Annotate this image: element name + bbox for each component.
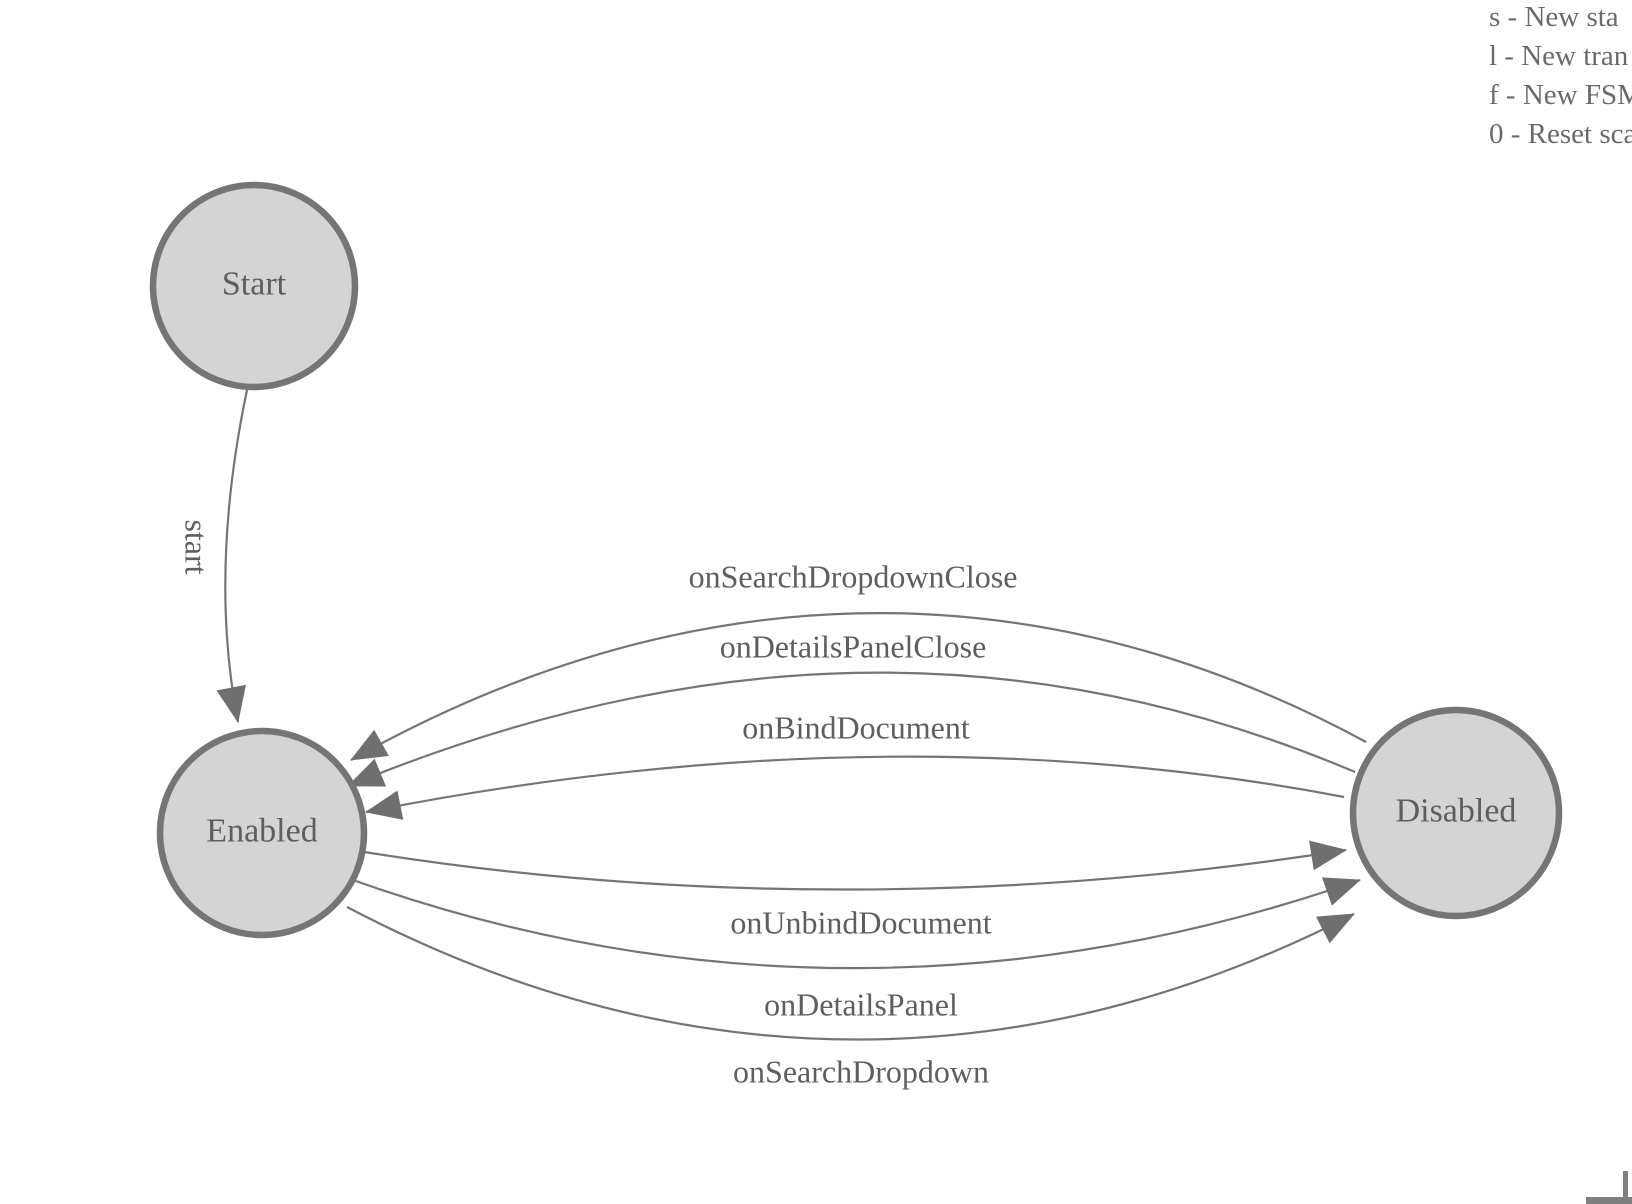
state-node-disabled[interactable] [1349,706,1563,920]
edges-layer [216,389,1367,1041]
edge-enabled-to-disabled-search[interactable] [346,906,1355,1041]
edge-label-start-to-enabled: start [178,519,215,575]
nodes-layer [149,181,1563,939]
state-node-enabled[interactable] [156,727,368,939]
state-node-start[interactable] [149,181,359,391]
edge-label-disabled-to-enabled-search-close: onSearchDropdownClose [688,558,1018,595]
edge-enabled-to-disabled-unbind[interactable] [357,840,1347,891]
state-label-enabled: Enabled [206,812,318,850]
edge-label-disabled-to-enabled-bind: onBindDocument [742,709,970,746]
legend-line-new-state: s - New sta [1489,1,1619,33]
legend-line-reset: 0 - Reset sca [1489,118,1632,150]
edge-label-enabled-to-disabled-details: onDetailsPanel [764,986,958,1023]
state-label-disabled: Disabled [1395,792,1517,830]
legend-line-new-fsm: f - New FSM [1489,79,1632,111]
state-label-start: Start [221,265,287,303]
legend-line-new-transition: l - New tran [1489,40,1629,72]
shortcut-legend: s - New sta l - New tran f - New FSM 0 -… [1489,0,1632,154]
edge-enabled-to-disabled-details[interactable] [352,877,1361,970]
corner-marker-horizontal-bar [1586,1197,1632,1204]
edge-label-enabled-to-disabled-search: onSearchDropdown [733,1053,989,1090]
corner-marker-vertical-bar [1623,1171,1628,1204]
edge-label-disabled-to-enabled-details-close: onDetailsPanelClose [719,628,987,665]
edge-disabled-to-enabled-bind[interactable] [365,755,1345,820]
edge-label-enabled-to-disabled-unbind: onUnbindDocument [730,904,992,941]
edge-disabled-to-enabled-search-close[interactable] [350,612,1367,761]
edge-disabled-to-enabled-details-close[interactable] [347,671,1356,788]
edge-start-to-enabled[interactable] [216,389,249,723]
